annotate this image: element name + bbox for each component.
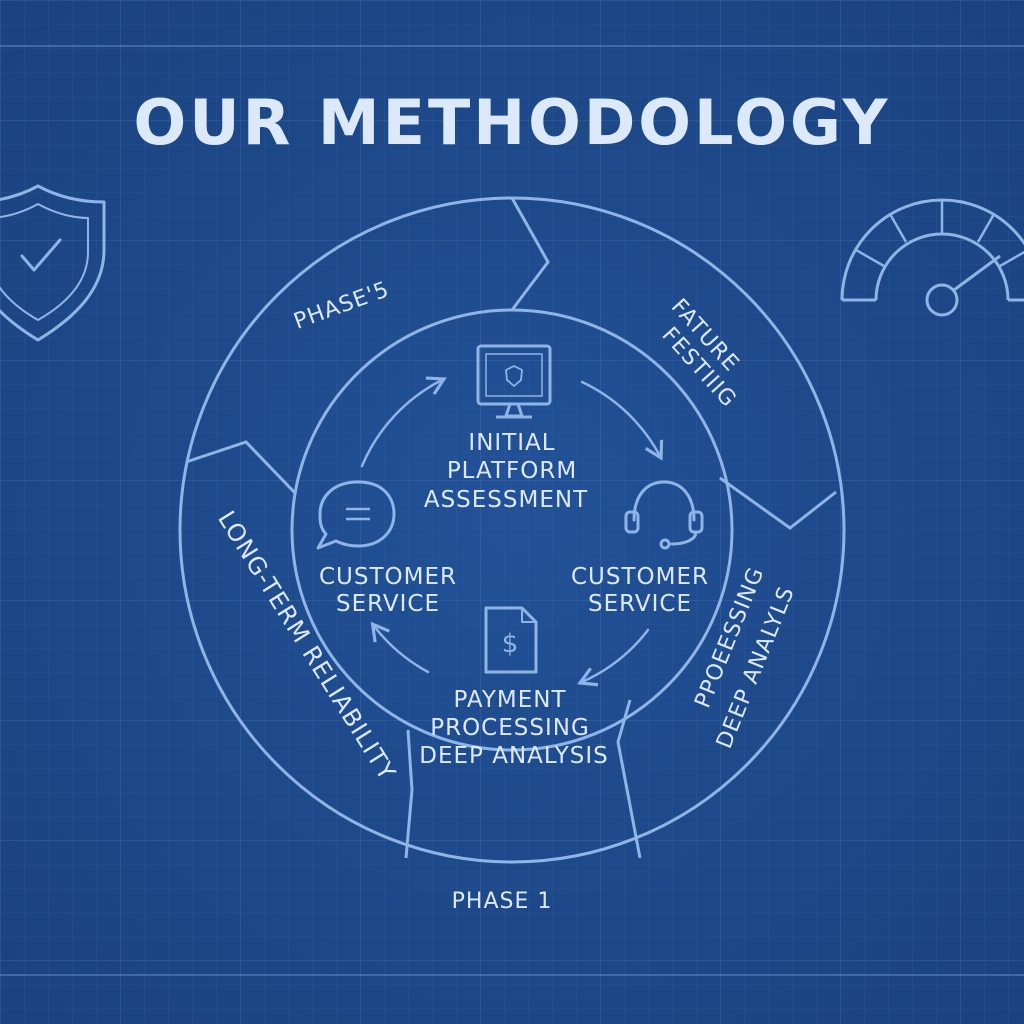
inner-left-line-2: SERVICE (336, 591, 440, 617)
ring-divider-bottom-right (616, 699, 642, 859)
ring-divider-left (185, 440, 298, 496)
inner-top-line-3: ASSESSMENT (424, 487, 588, 513)
ring-divider-bottom-left (404, 729, 414, 859)
outer-cycle-ring (178, 196, 846, 864)
speedometer-icon (840, 198, 1024, 317)
page-title: OUR METHODOLOGY (134, 86, 891, 159)
shield-check-icon (0, 184, 106, 342)
inner-top-line-2: PLATFORM (447, 458, 577, 484)
arrow-bottom-to-left (370, 621, 430, 674)
inner-right-line-1: CUSTOMER (571, 564, 709, 590)
inner-bottom-line-2: PROCESSING (430, 715, 590, 741)
ring-divider-right (719, 476, 837, 530)
inner-bottom-line-1: PAYMENT (453, 687, 566, 713)
svg-text:$: $ (502, 629, 519, 659)
headset-icon (624, 480, 704, 550)
inner-right-line-2: SERVICE (588, 591, 692, 617)
inner-bottom-line-3: DEEP ANALYSIS (419, 743, 608, 769)
inner-cycle-arrows (360, 376, 664, 687)
inner-left-line-1: CUSTOMER (319, 564, 457, 590)
inner-top-line-1: INITIAL (468, 430, 555, 456)
ring-divider-top (510, 197, 550, 311)
chat-bubble-icon (316, 480, 396, 550)
arrow-top-to-right (580, 380, 664, 461)
arrow-right-to-bottom (577, 628, 650, 687)
arrow-left-to-top (360, 376, 447, 468)
phase-1-label: PHASE 1 (452, 889, 553, 914)
dollar-document-icon: $ (484, 606, 538, 674)
monitor-icon (476, 344, 552, 419)
